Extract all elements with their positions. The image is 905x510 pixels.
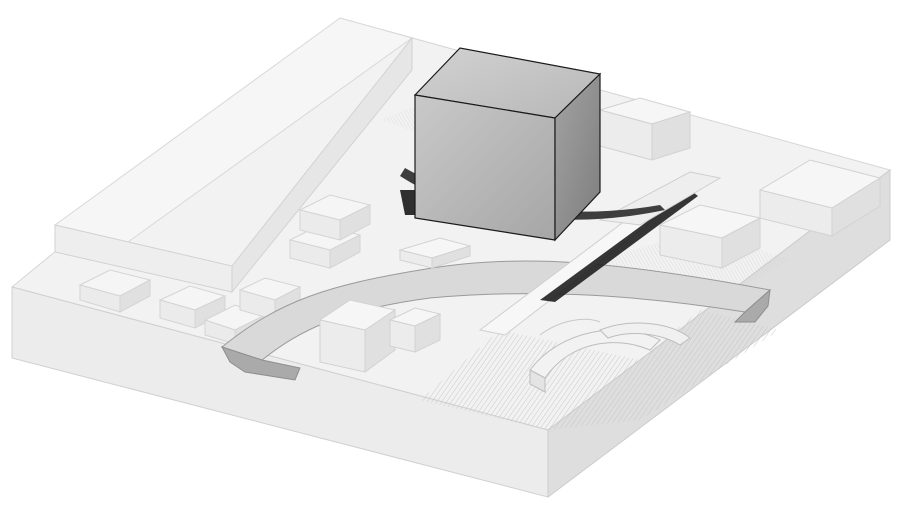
plaza-hatch-south bbox=[420, 310, 780, 430]
cube-right-face bbox=[554, 72, 601, 242]
cube-left-face bbox=[414, 94, 556, 241]
feature-cube bbox=[400, 47, 602, 242]
cube-shadow bbox=[400, 190, 415, 215]
water-wall-west bbox=[220, 346, 301, 381]
curved-pavilion bbox=[529, 318, 691, 393]
water-wall-east bbox=[733, 288, 771, 323]
bridge-shadow bbox=[540, 190, 698, 302]
large-west-building bbox=[53, 17, 414, 294]
east-buildings bbox=[598, 97, 882, 269]
central-buildings bbox=[318, 237, 472, 373]
